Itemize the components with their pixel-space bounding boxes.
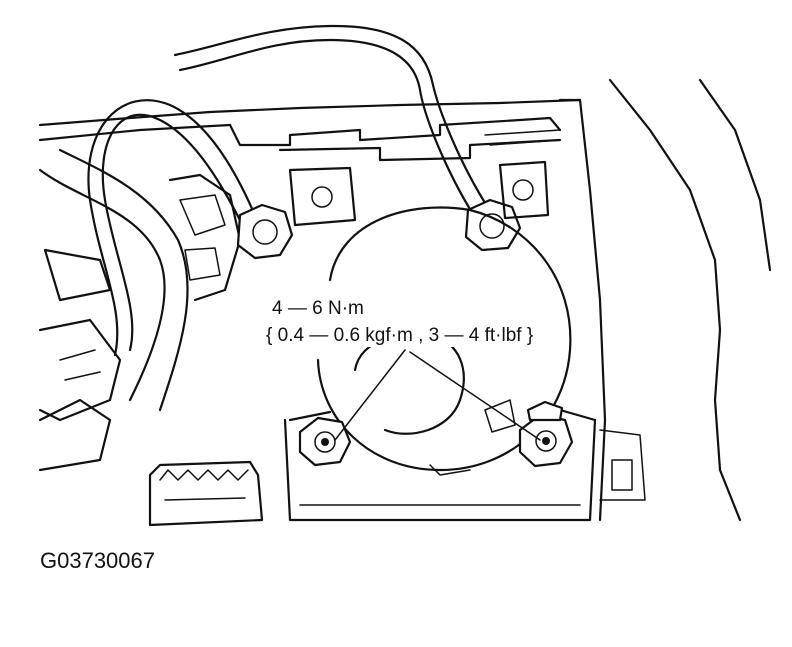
figure-identifier: G03730067	[40, 548, 155, 573]
leader-lines	[334, 349, 541, 441]
right-trim-panel	[599, 78, 772, 522]
brake-pipe-left	[87, 99, 264, 357]
lower-left-foot	[148, 460, 264, 527]
torque-spec-alternate-units: { 0.4 — 0.6 kgf·m , 3 — 4 ft·lbf }	[262, 325, 538, 347]
mount-bolt-right	[518, 400, 574, 468]
flare-nut-left	[236, 203, 294, 260]
actuator-bosses	[288, 160, 550, 227]
mount-bolt-left	[298, 416, 352, 467]
upper-bracket-frame	[38, 98, 607, 522]
left-hose-assembly	[38, 148, 242, 472]
torque-spec-metric: 4 — 6 N·m	[268, 298, 368, 320]
flare-nut-right	[464, 198, 522, 252]
mounting-bracket	[283, 408, 597, 522]
brake-pipe-right	[173, 24, 497, 227]
